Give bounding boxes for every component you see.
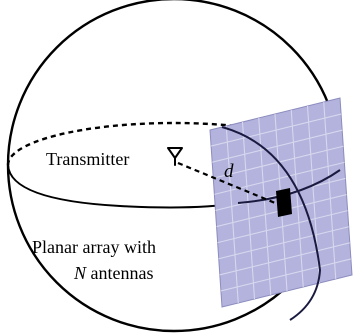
panel-grid-line-vertical — [258, 117, 272, 296]
panel-grid-line-horizontal — [219, 242, 350, 276]
panel-grid-line-horizontal — [214, 161, 345, 195]
transmitter-label: Transmitter — [46, 149, 129, 169]
equator-front-left — [7, 164, 239, 209]
array-label-count-text: antennas — [86, 263, 153, 283]
panel-grid-line-vertical — [225, 125, 239, 304]
panel-grid-line-horizontal — [218, 226, 349, 260]
panel-grid-line-vertical — [241, 121, 256, 300]
distance-line — [177, 161, 281, 207]
distance-label: d — [224, 161, 234, 182]
array-label-line2: N antennas — [73, 263, 154, 283]
panel-grid-line-horizontal — [210, 113, 342, 147]
array-label-line1: Planar array with — [32, 237, 156, 257]
antenna-element — [276, 188, 292, 217]
panel-grid-line-horizontal — [212, 129, 343, 163]
meridian-curve — [221, 126, 322, 321]
antenna-icon — [167, 147, 183, 166]
array-label-count-var: N — [73, 263, 87, 283]
panel-grid-line-vertical — [290, 109, 304, 288]
equator-front-right — [237, 169, 341, 204]
panel-grid-line-horizontal — [217, 210, 348, 244]
panel-grid-line-vertical — [323, 101, 337, 280]
panel-grid-line-horizontal — [220, 258, 352, 292]
